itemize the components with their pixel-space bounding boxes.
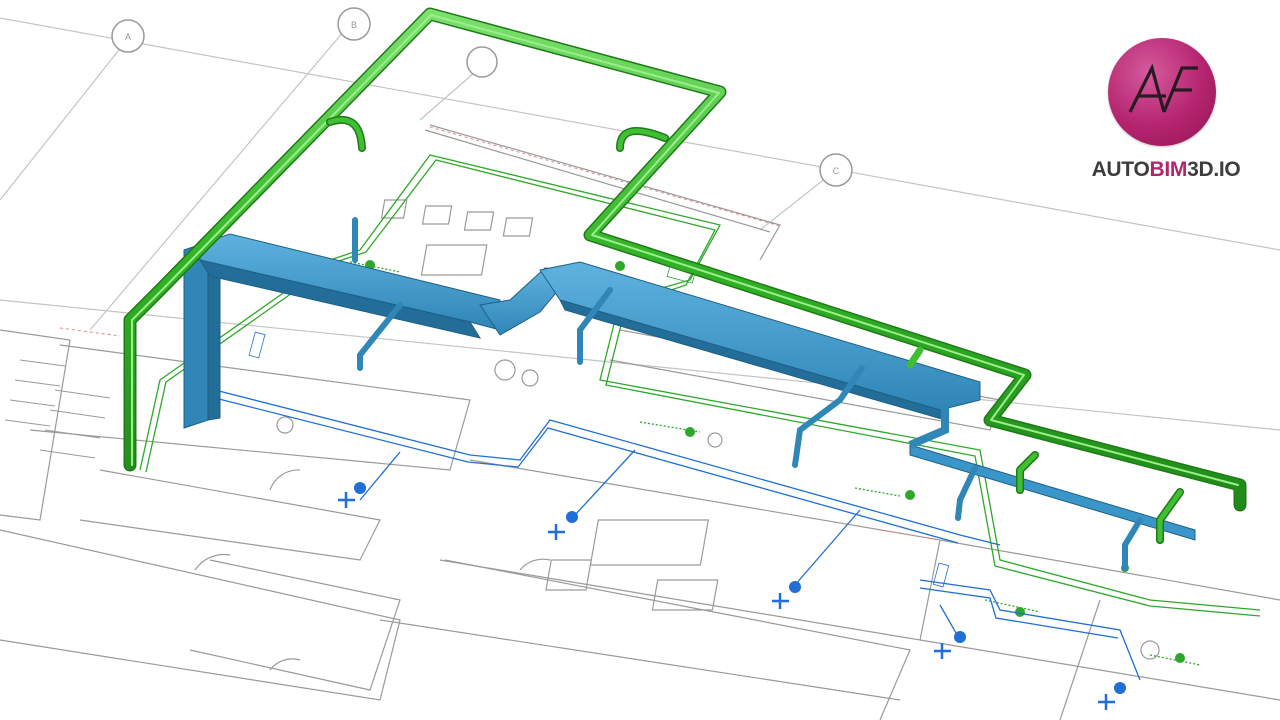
grid-label-b: B bbox=[351, 20, 357, 30]
wordmark-bim: BIM bbox=[1149, 158, 1188, 181]
supply-diffusers bbox=[354, 482, 1126, 694]
duct-tags bbox=[248, 266, 950, 588]
wordmark-auto: AUTO bbox=[1091, 158, 1150, 181]
brand-logo: AUTOBIM3D.IO bbox=[1086, 38, 1246, 188]
af-monogram-icon bbox=[1128, 63, 1198, 113]
brand-wordmark: AUTOBIM3D.IO bbox=[1086, 158, 1246, 182]
grid-marker-b: B bbox=[337, 7, 371, 41]
grid-label-c: C bbox=[833, 166, 840, 176]
grid-marker-circle bbox=[466, 46, 498, 78]
supply-drops-3d bbox=[352, 217, 1143, 571]
wall-section-marks bbox=[59, 126, 941, 541]
wordmark-suffix: 3D.IO bbox=[1187, 158, 1241, 181]
supply-air-arrows bbox=[338, 492, 1115, 710]
grid-marker-c: C bbox=[819, 153, 853, 187]
exhaust-plan-route bbox=[139, 154, 1261, 666]
exhaust-pipe-3d bbox=[123, 7, 1247, 544]
grid-marker-a: A bbox=[111, 19, 145, 53]
logo-disc bbox=[1108, 38, 1216, 146]
supply-duct-3d bbox=[183, 233, 1196, 541]
supply-plan-route bbox=[214, 389, 1141, 681]
grid-label-a: A bbox=[125, 32, 131, 42]
